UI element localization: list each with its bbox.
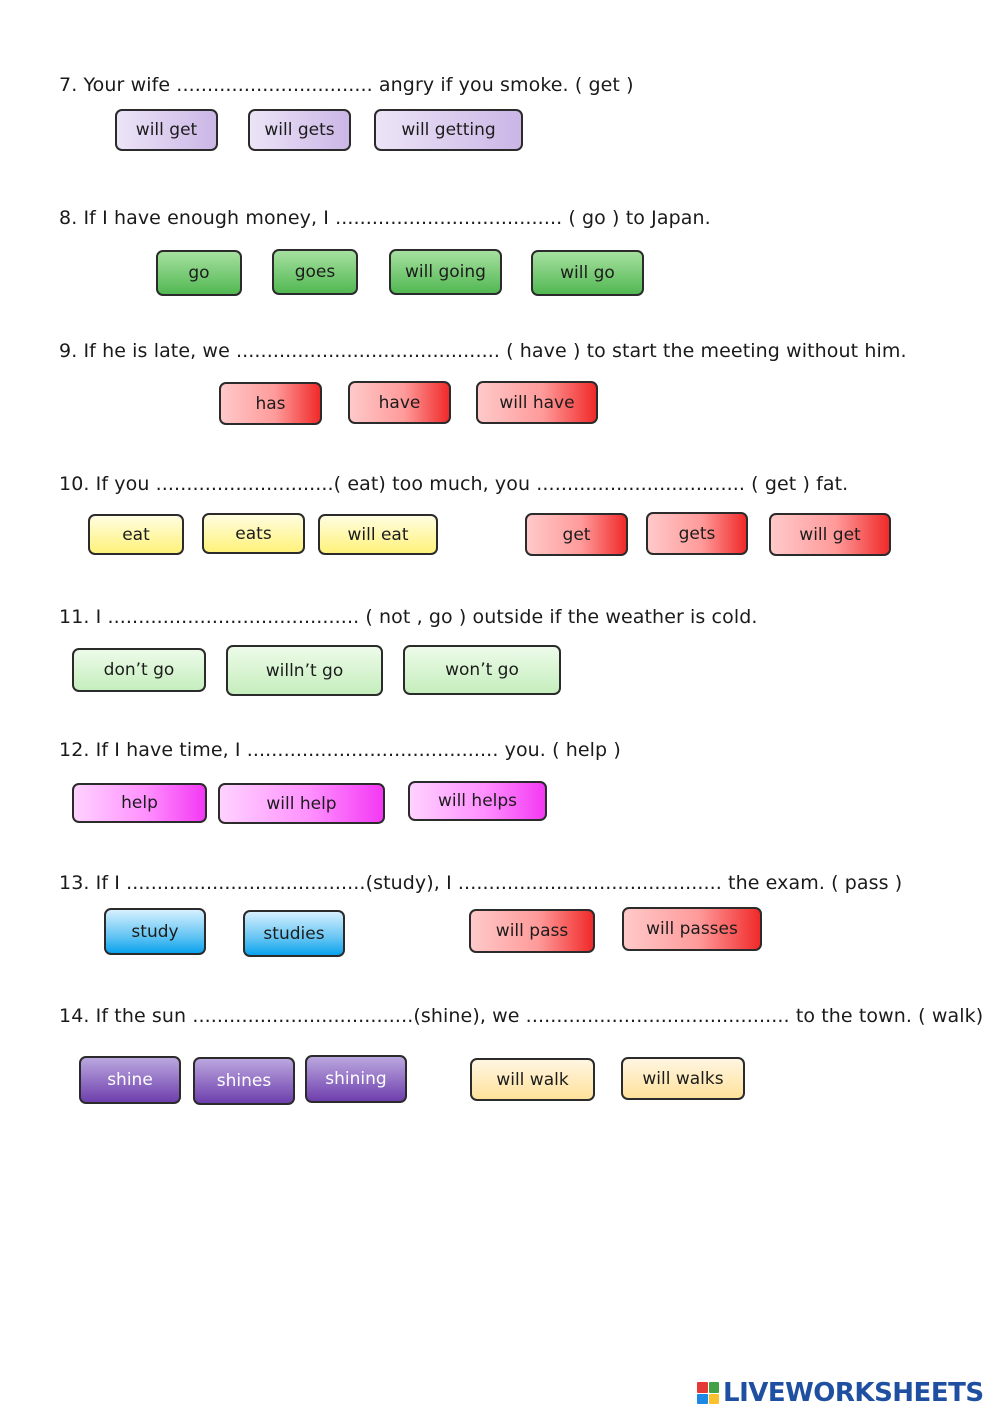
option-goes[interactable]: goes — [272, 249, 358, 295]
option-will-gets[interactable]: will gets — [248, 109, 351, 151]
option-will-help[interactable]: will help — [218, 783, 385, 824]
option-help[interactable]: help — [72, 783, 207, 823]
option-will-eat[interactable]: will eat — [318, 514, 438, 555]
question-9-text: 9. If he is late, we ...................… — [59, 340, 907, 362]
liveworksheets-logo: LIVEWORKSHEETS — [697, 1377, 984, 1409]
option-has[interactable]: has — [219, 382, 322, 425]
option-eat[interactable]: eat — [88, 514, 184, 555]
logo-mark-icon — [697, 1382, 719, 1404]
option-will-pass[interactable]: will pass — [469, 909, 595, 953]
question-13-text: 13. If I ...............................… — [59, 872, 903, 894]
question-12-text: 12. If I have time, I ..................… — [59, 739, 621, 761]
option-shining[interactable]: shining — [305, 1055, 407, 1103]
option-dont-go[interactable]: don’t go — [72, 648, 206, 692]
option-will-getting[interactable]: will getting — [374, 109, 523, 151]
option-will-helps[interactable]: will helps — [408, 781, 547, 821]
option-have[interactable]: have — [348, 381, 451, 424]
question-10-text: 10. If you .............................… — [59, 473, 849, 495]
option-will-walks[interactable]: will walks — [621, 1057, 745, 1100]
question-8-text: 8. If I have enough money, I ...........… — [59, 207, 711, 229]
question-7-text: 7. Your wife ...........................… — [59, 74, 634, 96]
option-wont-go[interactable]: won’t go — [403, 645, 561, 695]
option-will-get[interactable]: will get — [115, 109, 218, 151]
logo-text: LIVEWORKSHEETS — [723, 1378, 984, 1408]
question-11-text: 11. I ..................................… — [59, 606, 758, 628]
option-go[interactable]: go — [156, 250, 242, 296]
option-will-go[interactable]: will go — [531, 250, 644, 296]
option-will-going[interactable]: will going — [389, 249, 502, 295]
option-will-have[interactable]: will have — [476, 381, 598, 424]
option-get[interactable]: get — [525, 513, 628, 556]
option-shines[interactable]: shines — [193, 1057, 295, 1105]
option-studies[interactable]: studies — [243, 910, 345, 957]
option-will-get-fat[interactable]: will get — [769, 513, 891, 556]
option-will-walk[interactable]: will walk — [470, 1058, 595, 1101]
option-gets[interactable]: gets — [646, 512, 748, 555]
option-shine[interactable]: shine — [79, 1056, 181, 1104]
option-eats[interactable]: eats — [202, 513, 305, 554]
question-14-text: 14. If the sun .........................… — [59, 1005, 984, 1027]
option-will-passes[interactable]: will passes — [622, 907, 762, 951]
option-willnt-go[interactable]: willn’t go — [226, 645, 383, 696]
option-study[interactable]: study — [104, 908, 206, 955]
